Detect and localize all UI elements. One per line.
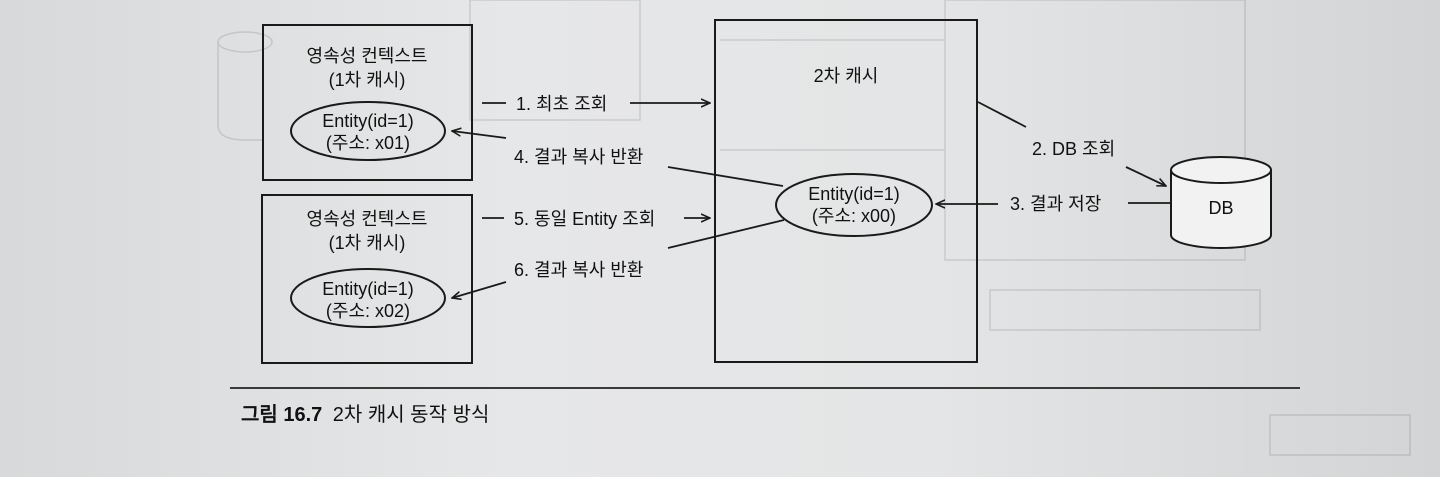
persistence-context-1-box xyxy=(262,24,473,181)
entity-2-ellipse xyxy=(290,268,446,328)
step-6-label: 6. 결과 복사 반환 xyxy=(514,260,643,280)
second-level-cache-title: 2차 캐시 xyxy=(814,66,879,86)
cached-entity-address: (주소: x00) xyxy=(812,206,896,226)
step-5-label: 5. 동일 Entity 조회 xyxy=(514,209,655,229)
database-cylinder-top xyxy=(1170,156,1272,184)
figure-title: 2차 캐시 동작 방식 xyxy=(333,403,490,426)
step-3-arrow: 3. 결과 저장 xyxy=(936,194,1170,214)
second-level-cache: 2차 캐시 Entity(id=1) (주소: x00) xyxy=(714,19,978,363)
entity-2-address: (주소: x02) xyxy=(326,301,410,321)
step-4-arrow: 4. 결과 복사 반환 xyxy=(452,131,784,187)
database-cylinder-body xyxy=(1170,170,1272,249)
persistence-context-1-subtitle: (1차 캐시) xyxy=(329,70,406,90)
step-2-label: 2. DB 조회 xyxy=(1032,139,1115,159)
cached-entity-id: Entity(id=1) xyxy=(808,184,900,204)
step-5-arrow: 5. 동일 Entity 조회 xyxy=(482,209,710,229)
entity-1-ellipse xyxy=(290,101,446,161)
figure-caption: 그림 16.7 2차 캐시 동작 방식 xyxy=(241,403,489,426)
step-1-arrow: 1. 최초 조회 xyxy=(482,94,710,114)
cached-entity-ellipse xyxy=(775,173,933,237)
entity-1-id: Entity(id=1) xyxy=(322,111,414,131)
database: DB xyxy=(1170,156,1272,249)
step-2-arrow: 2. DB 조회 xyxy=(977,101,1166,186)
step-1-label: 1. 최초 조회 xyxy=(516,94,607,114)
persistence-context-2: 영속성 컨텍스트 (1차 캐시) Entity(id=1) (주소: x02) xyxy=(261,194,473,364)
step-4-label: 4. 결과 복사 반환 xyxy=(514,147,643,167)
persistence-context-2-subtitle: (1차 캐시) xyxy=(329,233,406,253)
bleed-through-background xyxy=(217,0,1411,456)
entity-1-address: (주소: x01) xyxy=(326,133,410,153)
persistence-context-2-box xyxy=(261,194,473,364)
step-6-arrow: 6. 결과 복사 반환 xyxy=(452,219,785,298)
step-3-label: 3. 결과 저장 xyxy=(1010,194,1101,214)
figure-number: 그림 16.7 xyxy=(241,403,322,426)
database-label: DB xyxy=(1208,198,1233,218)
persistence-context-1-title: 영속성 컨텍스트 xyxy=(307,46,428,66)
persistence-context-2-title: 영속성 컨텍스트 xyxy=(307,209,428,229)
persistence-context-1: 영속성 컨텍스트 (1차 캐시) Entity(id=1) (주소: x01) xyxy=(262,24,473,181)
second-level-cache-box xyxy=(714,19,978,363)
entity-2-id: Entity(id=1) xyxy=(322,279,414,299)
